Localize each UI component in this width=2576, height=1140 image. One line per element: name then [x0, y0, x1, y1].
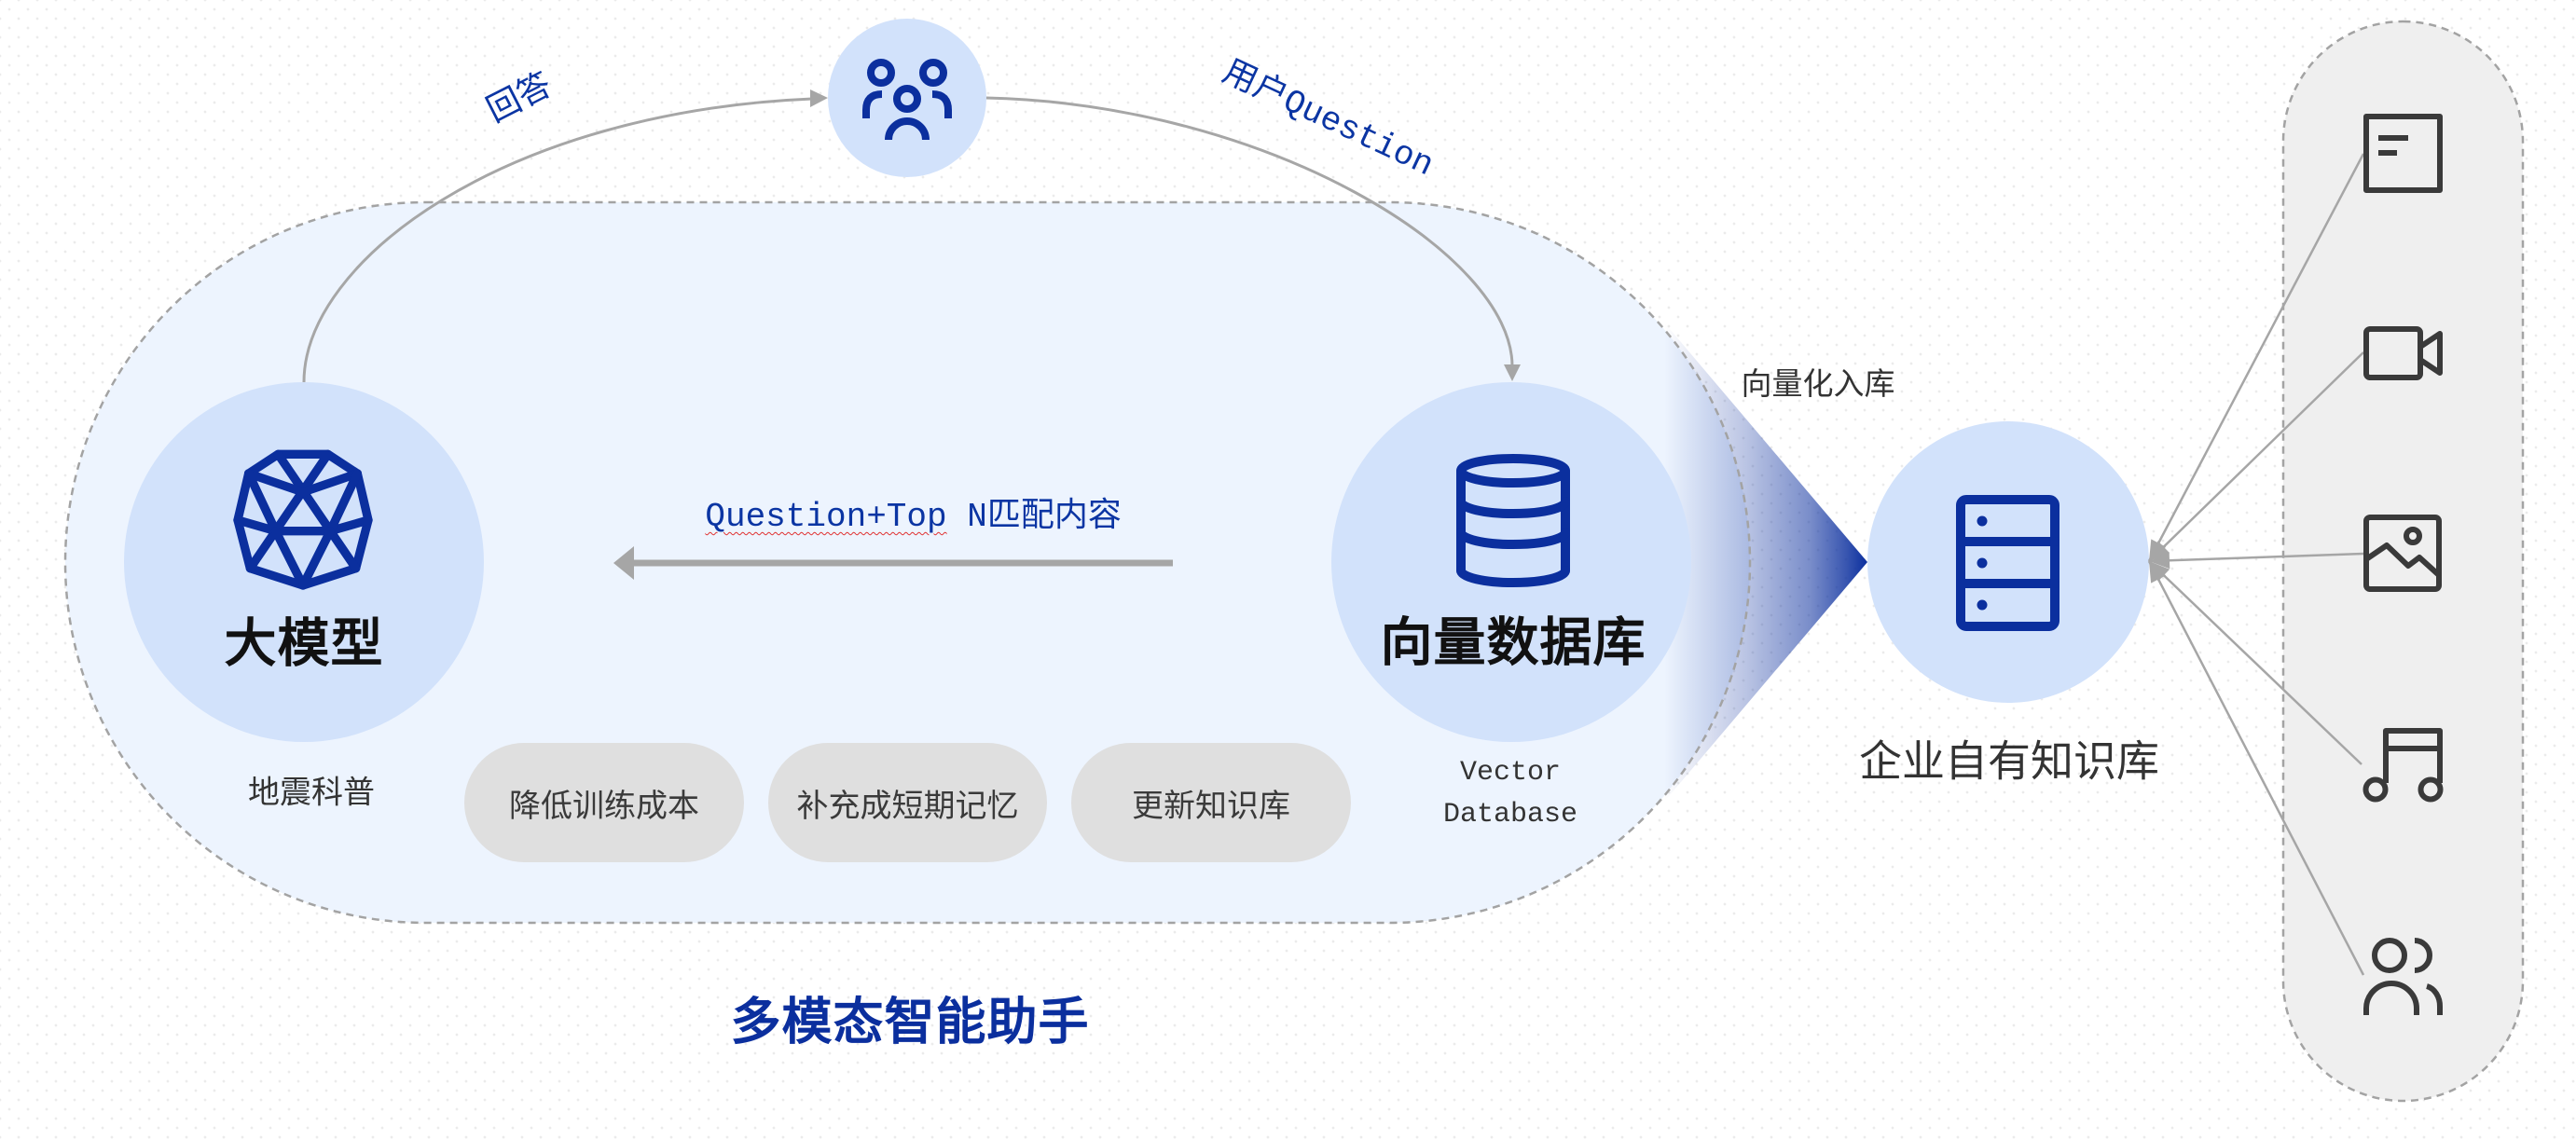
- hub-arrowhead: [2149, 561, 2167, 584]
- user-node: [828, 19, 986, 177]
- answer-connector: [302, 97, 813, 383]
- vector-db-node: [1331, 382, 1691, 742]
- diagram-title: 多模态智能助手: [730, 992, 1090, 1051]
- question-arrowhead: [1504, 364, 1521, 381]
- source-connectors: [2147, 153, 2365, 976]
- benefit-pill: 更新知识库: [1071, 743, 1351, 862]
- benefit-pill-label: 更新知识库: [1132, 787, 1290, 825]
- vector-db-caption-line: Database: [1442, 799, 1578, 831]
- connector-music: [2148, 560, 2362, 765]
- connector-video: [2148, 351, 2364, 562]
- connector-image: [2148, 552, 2364, 563]
- music-note-icon: [2362, 728, 2444, 803]
- video-camera-icon: [2363, 326, 2443, 380]
- benefit-pill-label: 补充成短期记忆: [796, 787, 1019, 825]
- llm-label: 大模型: [224, 613, 384, 675]
- benefit-pill: 补充成短期记忆: [768, 743, 1047, 862]
- users-icon: [2363, 938, 2444, 1015]
- image-icon: [2363, 515, 2442, 592]
- user-group-icon: [862, 59, 952, 141]
- vector-db-caption-line: Vector: [1459, 757, 1562, 789]
- document-icon: [2363, 114, 2443, 193]
- server-icon: [1956, 495, 2059, 631]
- retrieval-arrowhead: [613, 546, 634, 580]
- vector-db-label: 向量数据库: [1380, 612, 1646, 674]
- vector-db-caption: Vector Database: [1443, 752, 1577, 836]
- benefit-pill-label: 降低训练成本: [509, 787, 699, 825]
- connector-users: [2147, 560, 2365, 976]
- database-icon: [1456, 454, 1570, 587]
- question-connector: [985, 96, 1514, 367]
- connector-document: [2147, 153, 2365, 562]
- vectorize-label: 向量化入库: [1741, 365, 1895, 403]
- benefit-pill: 降低训练成本: [464, 743, 744, 862]
- retrieval-label: Question+Top N匹配内容: [665, 457, 1122, 537]
- retrieval-label-rest: N匹配内容: [946, 498, 1122, 536]
- llm-caption: 地震科普: [248, 774, 375, 812]
- hub-arrowhead: [2149, 552, 2170, 570]
- hub-arrowhead: [2149, 541, 2170, 561]
- assistant-container-border: [63, 200, 1752, 925]
- retrieval-label-query: Question+Top: [705, 498, 947, 536]
- enterprise-kb-node: [1867, 421, 2149, 703]
- vectorize-funnel: [1660, 317, 1867, 807]
- answer-arrowhead: [810, 89, 828, 107]
- enterprise-kb-label: 企业自有知识库: [1859, 735, 2159, 787]
- llm-node: [124, 382, 484, 742]
- polyhedron-model-icon: [233, 449, 373, 590]
